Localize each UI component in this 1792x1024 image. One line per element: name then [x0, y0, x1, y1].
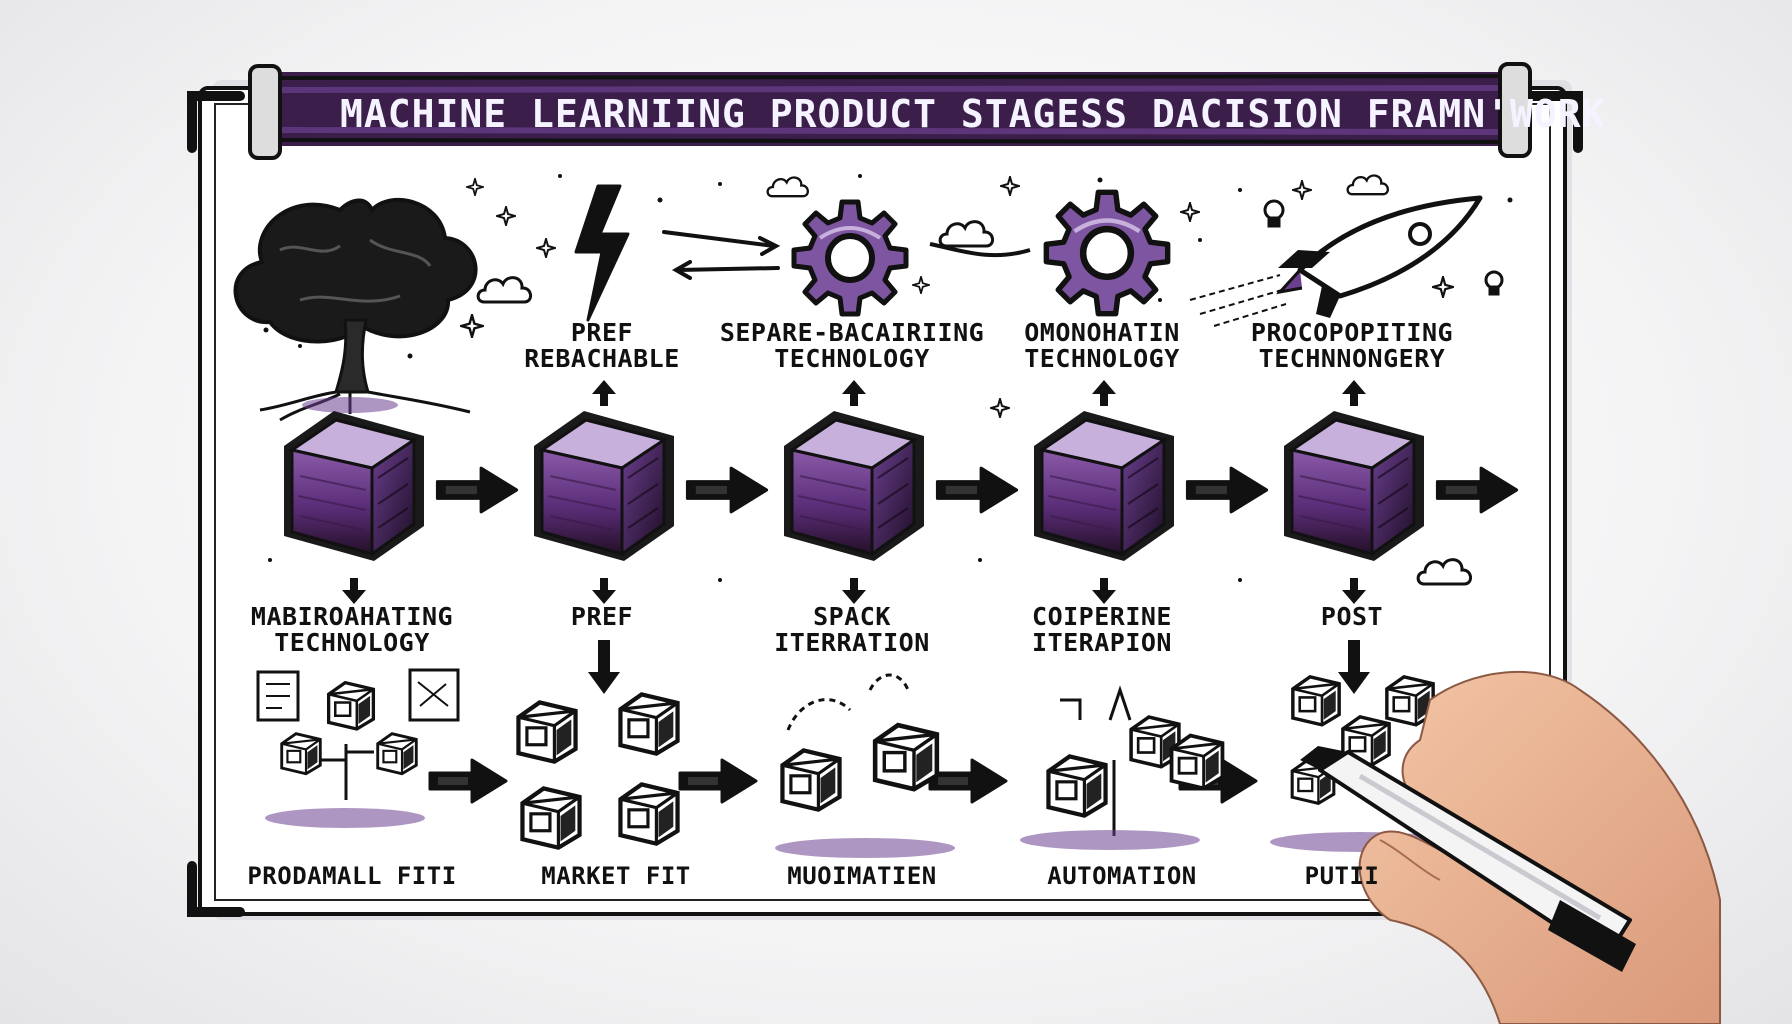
stage2-mid-label: PREF	[570, 602, 634, 631]
stage3-cluster	[775, 673, 955, 858]
corner-bracket	[187, 91, 245, 153]
stage5-down-arrow	[1342, 578, 1366, 604]
stage4-cluster	[1020, 685, 1225, 850]
swap-arrows	[662, 230, 781, 280]
banner-roll-right	[1498, 62, 1532, 158]
lightning-icon	[574, 184, 630, 322]
gear-icon	[1046, 192, 1167, 313]
stage1-cluster	[256, 668, 460, 828]
banner-roll-left	[248, 64, 282, 160]
stage2-up-arrow	[592, 380, 616, 406]
corner-bracket	[1525, 91, 1583, 153]
page-title: MACHINE LEARNIING PRODUCT STAGESS DACISI…	[340, 92, 1606, 136]
stage2-cube	[532, 409, 676, 563]
stage3-up-arrow	[842, 380, 866, 406]
rocket-icon	[1189, 195, 1483, 327]
stage4-cube	[1032, 409, 1176, 563]
stage5-up-arrow	[1342, 380, 1366, 406]
stage5-drop-arrow	[1338, 640, 1370, 694]
marker-pen-icon	[1300, 746, 1636, 972]
stage5-cube	[1282, 409, 1426, 563]
stage1-cube	[282, 409, 426, 563]
stage3-down-arrow	[842, 578, 866, 604]
stage2-down-arrow	[592, 578, 616, 604]
connector-line	[929, 242, 1031, 258]
stage2-bottom-label: MARKET FIT	[541, 862, 691, 890]
stage3-cube	[782, 409, 926, 563]
stage5-bottom-label: PUTII	[1304, 862, 1380, 890]
gear-icon	[794, 202, 906, 314]
stage4-down-arrow	[1092, 578, 1116, 604]
tree-icon	[233, 197, 478, 422]
corner-bracket	[187, 861, 245, 917]
stage5-mid-label: POST	[1320, 602, 1384, 631]
stage4-bottom-label: AUTOMATION	[1047, 862, 1197, 890]
title-banner	[248, 62, 1532, 160]
stage4-up-arrow	[1092, 380, 1116, 406]
stage1-bottom-label: PRODAMALL FITI	[247, 862, 457, 890]
stage2-drop-arrow	[588, 640, 620, 694]
stage3-bottom-label: MUOIMATIEN	[787, 862, 937, 890]
lightbulb-icon	[1263, 199, 1504, 296]
stage1-down-arrow	[342, 578, 366, 604]
sketch-dots	[263, 174, 1513, 582]
